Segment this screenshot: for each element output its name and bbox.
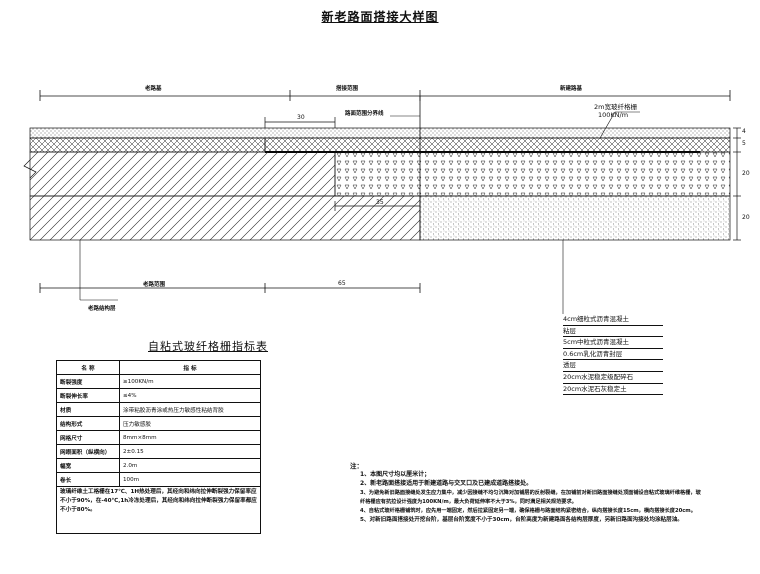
table-cell: 断裂伸长率: [56, 388, 120, 403]
label-lap-zone: 搭接范围: [336, 86, 359, 92]
table-cell: 网格尺寸: [56, 430, 120, 445]
table-row: 材质涂带粘胶沥青涂或热压力敏感性粘结背胶: [56, 402, 261, 417]
table-cell: 幅宽: [56, 458, 120, 473]
note-item: 3、为避免新旧路面接缝处发生应力集中，减少因接缝不均匀沉降对加铺层的反射裂缝，在…: [360, 489, 701, 496]
table-header-name: 名 称: [56, 360, 120, 375]
label-dim-20-b: 20: [742, 214, 750, 221]
label-old-structure: 老路结构层: [88, 306, 116, 312]
table-row: 结构形式压力敏感胶: [56, 416, 261, 431]
table-cell: 100m: [119, 472, 261, 487]
label-geogrid-strength: 100KN/m: [598, 111, 629, 119]
table-note-row: 玻璃纤维土工格栅在17℃、1H热处理后，其经向和纬向拉伸断裂强力保留率应不小于9…: [56, 486, 261, 534]
pavement-layers: [23, 127, 731, 241]
table-row: 网眼面积（纵横向）2±0.15: [56, 444, 261, 459]
table-cell: 卷长: [56, 472, 120, 487]
table-cell: ≥100KN/m: [119, 374, 261, 389]
top-dimension-line: [39, 90, 731, 101]
label-geogrid: 2m宽玻纤格栅: [594, 103, 637, 111]
table-title: 自粘式玻纤格栅指标表: [148, 340, 268, 353]
right-dimensions: [733, 127, 741, 241]
layer-item: 4cm细粒式沥青混凝土: [563, 314, 663, 326]
table-row: 断裂伸长率≤4%: [56, 388, 261, 403]
notes-block: 注： 1、本图尺寸均以厘米计； 2、新老路面搭接适用于新建道路与交叉口及已建成道…: [350, 460, 755, 526]
table-header-row: 名 称 指 标: [56, 360, 261, 375]
dimension-35: [334, 201, 420, 211]
table-header-value: 指 标: [119, 360, 261, 375]
label-boundary: 路面范围分界线: [345, 111, 384, 117]
drawing-title: 新老路面搭接大样图: [321, 10, 439, 24]
layer-item: 透层: [563, 360, 663, 372]
label-dim-4: 4: [742, 128, 746, 135]
note-item: 2、新老路面搭接适用于新建道路与交叉口及已建成道路搭接处。: [360, 480, 533, 488]
table-row: 断裂强度≥100KN/m: [56, 374, 261, 389]
table-cell: 断裂强度: [56, 374, 120, 389]
table-cell: ≤4%: [119, 388, 261, 403]
label-dim-35: 35: [376, 199, 384, 206]
note-item: 纤格栅应有抗拉设计强度为100KN/m，最大负荷延伸率不大于3%，同时满足相关规…: [360, 498, 577, 505]
layer-item: 0.6cm乳化沥青封层: [563, 349, 663, 361]
dimension-30: [264, 117, 336, 128]
note-item: 4、自粘式玻纤格栅铺筑时，应先用一端固定，然后拉紧固定另一端，确保格栅与路面结构…: [360, 508, 696, 515]
table-cell: 涂带粘胶沥青涂或热压力敏感性粘结背胶: [119, 402, 261, 417]
cross-section-drawing: [23, 90, 741, 314]
table-cell: 材质: [56, 402, 120, 417]
label-old-road: 老路基: [145, 86, 162, 92]
note-item: 1、本图尺寸均以厘米计；: [360, 471, 431, 478]
table-cell: 结构形式: [56, 416, 120, 431]
table-cell: 网眼面积（纵横向）: [56, 444, 120, 459]
table-cell: 2.0m: [119, 458, 261, 473]
label-dim-30: 30: [297, 114, 305, 121]
table-note: 玻璃纤维土工格栅在17℃、1H热处理后，其经向和纬向拉伸断裂强力保留率应不小于9…: [56, 486, 261, 534]
layer-item: 粘层: [563, 326, 663, 338]
layer-item: 20cm水泥石灰稳定土: [563, 384, 663, 396]
table-cell: 8mm×8mm: [119, 430, 261, 445]
label-dim-20-a: 20: [742, 170, 750, 177]
table-cell: 2±0.15: [119, 444, 261, 459]
spec-table: 名 称 指 标 断裂强度≥100KN/m 断裂伸长率≤4% 材质涂带粘胶沥青涂或…: [56, 360, 261, 534]
label-old-range: 老路范围: [143, 282, 166, 288]
note-item: 5、对新旧路面搭接处开挖台阶，基层台阶宽度不小于30cm，台阶高度为新建路面各结…: [360, 517, 683, 524]
bottom-dimension-line: [39, 283, 421, 293]
layer-item: 5cm中粒式沥青混凝土: [563, 337, 663, 349]
label-dim-5: 5: [742, 140, 746, 147]
label-dim-65: 65: [338, 280, 346, 287]
label-new-road: 新建路基: [560, 86, 583, 92]
table-cell: 压力敏感胶: [119, 416, 261, 431]
layer-item: 20cm水泥稳定级配碎石: [563, 372, 663, 384]
notes-heading: 注：: [350, 462, 363, 470]
layer-legend: 4cm细粒式沥青混凝土 粘层 5cm中粒式沥青混凝土 0.6cm乳化沥青封层 透…: [563, 314, 663, 396]
